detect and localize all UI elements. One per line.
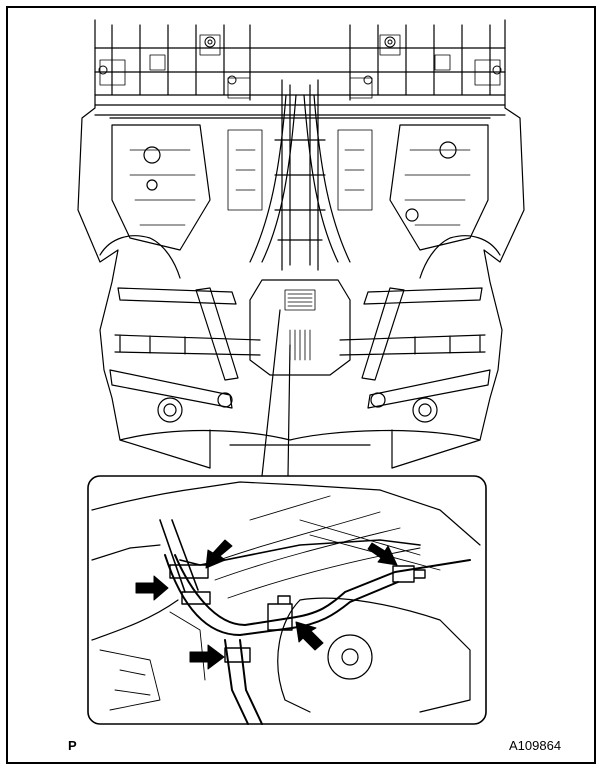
left-panel-detail bbox=[129, 129, 263, 226]
detail-ribs bbox=[204, 495, 441, 599]
left-strut bbox=[195, 287, 239, 381]
left-panel-hole-2 bbox=[146, 179, 158, 191]
center-tunnel bbox=[274, 79, 326, 271]
detail-drain-plug-outer bbox=[327, 634, 373, 680]
left-panel-hole bbox=[143, 146, 161, 164]
detail-frame bbox=[87, 475, 487, 725]
right-wheel-well bbox=[419, 235, 501, 279]
detail-clamp-middle bbox=[267, 595, 293, 631]
detail-floor-contour bbox=[91, 481, 481, 641]
detail-leader-right bbox=[287, 344, 291, 477]
differential-housing bbox=[249, 279, 351, 376]
figure-id-label: A109864 bbox=[509, 738, 562, 753]
right-floor-panel bbox=[389, 124, 489, 251]
detail-view bbox=[87, 475, 487, 725]
left-lower-arm bbox=[109, 369, 233, 409]
upper-floor-detail bbox=[99, 34, 501, 99]
detail-clamp-upper bbox=[169, 564, 211, 605]
callout-arrow-icon bbox=[205, 539, 233, 569]
rear-floor-edge bbox=[119, 429, 481, 469]
left-driveshaft bbox=[114, 334, 261, 356]
detail-clamp-lower bbox=[224, 647, 251, 663]
callout-arrow-icon bbox=[295, 621, 324, 651]
detail-leader-left bbox=[261, 309, 281, 477]
detail-tank-outline bbox=[277, 597, 471, 713]
upper-floor-grid bbox=[94, 24, 506, 101]
left-floor-panel bbox=[111, 124, 211, 251]
detail-lower-left-panel bbox=[99, 611, 206, 711]
detail-brake-line-second bbox=[164, 554, 399, 636]
top-bolts bbox=[98, 36, 502, 85]
callout-arrow-icon bbox=[189, 644, 225, 670]
detail-brake-line-vertical bbox=[224, 639, 263, 725]
page-code-label: P bbox=[68, 738, 77, 753]
lower-bushings bbox=[157, 392, 438, 423]
callout-arrows bbox=[135, 539, 398, 670]
underbody-overview bbox=[77, 19, 525, 477]
exhaust-pipe-right bbox=[303, 94, 351, 263]
right-panel-hole bbox=[439, 141, 457, 159]
detail-fitting-right bbox=[392, 565, 426, 583]
right-lower-arm bbox=[367, 369, 491, 409]
detail-brake-line-main bbox=[174, 554, 471, 626]
left-upper-arm bbox=[117, 287, 237, 305]
right-strut bbox=[361, 287, 405, 381]
cross-member bbox=[94, 104, 506, 119]
detail-drain-plug-inner bbox=[341, 648, 359, 666]
exhaust-pipe-left bbox=[249, 94, 297, 263]
left-wheel-well bbox=[99, 235, 181, 279]
right-panel-detail bbox=[337, 129, 471, 226]
right-panel-hole-2 bbox=[405, 208, 419, 222]
right-upper-arm bbox=[363, 287, 483, 305]
right-driveshaft bbox=[339, 334, 486, 356]
callout-arrow-icon bbox=[135, 575, 169, 601]
callout-arrow-icon bbox=[367, 542, 398, 566]
detail-upper-lines bbox=[159, 519, 421, 593]
floor-pan-outline bbox=[77, 19, 525, 469]
